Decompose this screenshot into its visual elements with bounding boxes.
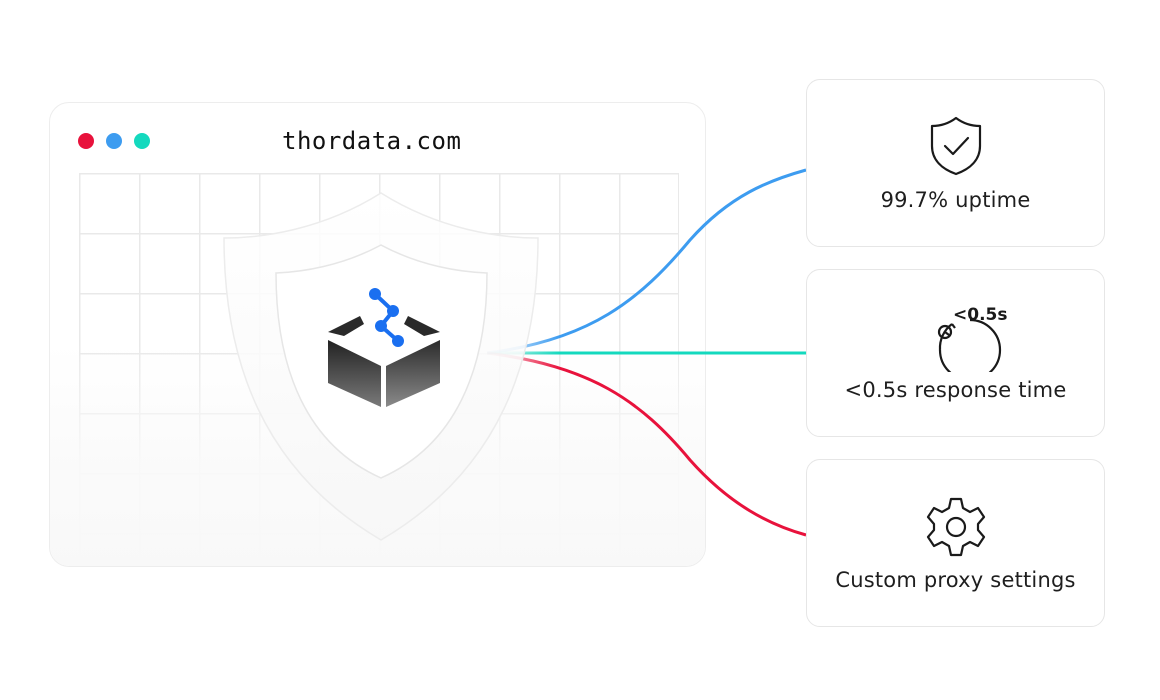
feature-label-uptime: 99.7% uptime: [880, 188, 1031, 212]
browser-domain: thordata.com: [282, 127, 462, 155]
timer-badge: <0.5s: [953, 305, 1007, 325]
shield-check-icon: [930, 116, 981, 176]
proxy-box-icon: [328, 288, 440, 407]
feature-label-response: <0.5s response time: [844, 378, 1067, 402]
feature-card-proxy: Custom proxy settings: [806, 459, 1105, 627]
window-minimize-dot[interactable]: [106, 133, 122, 149]
connection-proxy: [486, 351, 807, 537]
feature-label-proxy: Custom proxy settings: [835, 568, 1076, 592]
timer-icon: <0.5s: [937, 305, 1007, 372]
window-close-dot[interactable]: [78, 133, 94, 149]
feature-card-uptime: 99.7% uptime: [806, 79, 1105, 247]
connection-uptime: [486, 168, 807, 355]
gear-icon: [926, 497, 985, 557]
window-maximize-dot[interactable]: [134, 133, 150, 149]
inner-shield-shape: [275, 244, 488, 479]
feature-card-response: <0.5s <0.5s response time: [806, 269, 1105, 437]
